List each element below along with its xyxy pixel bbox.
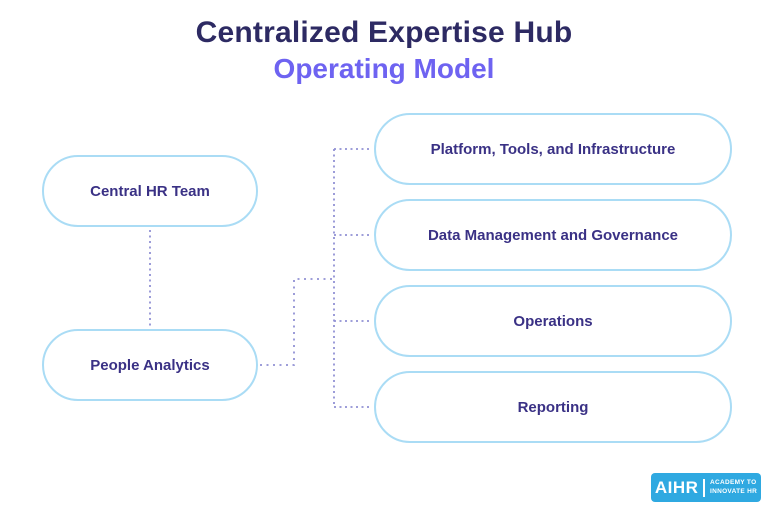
aihr-logo-brand: AIHR [654,477,699,497]
node-operations-label: Operations [513,312,593,330]
page-subtitle: Operating Model [273,52,495,84]
node-central-hr-team-label: Central HR Team [90,182,210,200]
aihr-logo-tagline-line2: INNOVATE HR [709,487,758,495]
page-title: Centralized Expertise Hub [195,16,573,49]
node-operations: Operations [374,285,732,357]
node-reporting: Reporting [374,371,732,443]
node-reporting-label: Reporting [517,398,589,416]
connector-people-to-spine [260,278,332,366]
node-platform-tools-infrastructure: Platform, Tools, and Infrastructure [374,113,732,185]
node-people-analytics-label: People Analytics [90,356,210,374]
node-people-analytics: People Analytics [42,329,258,401]
node-data-mgmt-label: Data Management and Governance [427,226,679,244]
aihr-logo-tagline: ACADEMY TO INNOVATE HR [705,479,757,496]
title-block: Centralized Expertise Hub Operating Mode… [0,16,768,85]
node-central-hr-team: Central HR Team [42,155,258,227]
aihr-logo: AIHR ACADEMY TO INNOVATE HR [651,473,761,502]
aihr-logo-tagline-line1: ACADEMY TO [709,479,757,487]
node-platform-label: Platform, Tools, and Infrastructure [430,140,676,158]
aihr-logo-divider [703,478,705,497]
node-data-management-governance: Data Management and Governance [374,199,732,271]
